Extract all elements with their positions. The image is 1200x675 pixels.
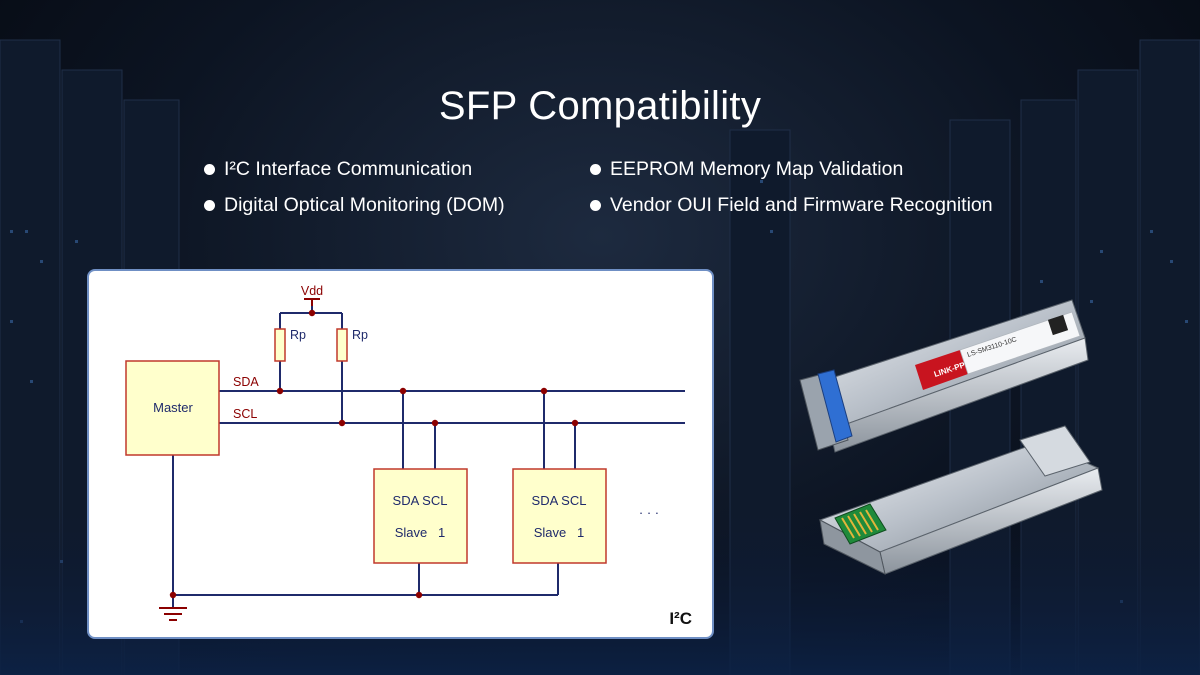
resistor-label: Rp: [290, 328, 306, 342]
resistor-icon: [336, 328, 348, 362]
bullet-dot-icon: [590, 200, 601, 211]
feature-label: EEPROM Memory Map Validation: [610, 158, 904, 180]
feature-item: I²C Interface Communication: [204, 158, 472, 181]
bullet-dot-icon: [590, 164, 601, 175]
feature-item: EEPROM Memory Map Validation: [590, 158, 903, 181]
sfp-module-lower: [818, 425, 1103, 575]
i2c-badge: I²C: [669, 609, 692, 628]
more-slaves-ellipsis: · · ·: [639, 505, 659, 520]
sda-label: SDA: [233, 375, 259, 389]
feature-item: Vendor OUI Field and Firmware Recognitio…: [590, 194, 993, 217]
junction-nodes: [169, 309, 579, 599]
vdd-icon: [304, 298, 320, 306]
feature-label: I²C Interface Communication: [224, 158, 473, 180]
slave-label: Slave 1: [395, 525, 446, 540]
slave-pins-label: SDA SCL: [532, 493, 587, 508]
vdd-label: Vdd: [301, 284, 323, 298]
resistor-icon: [274, 328, 286, 362]
ground-icon: [159, 607, 187, 621]
master-label: Master: [153, 400, 193, 415]
slave-label: Slave 1: [534, 525, 585, 540]
sfp-module-upper: LINK-PP LS-SM3110-10C: [799, 299, 1089, 453]
i2c-bus-diagram: Vdd Rp Rp Master SDA SCL SDA SCL Slave 1…: [125, 284, 692, 628]
resistor-label: Rp: [352, 328, 368, 342]
bullet-dot-icon: [204, 164, 215, 175]
slave-box: [512, 468, 607, 564]
page-title: SFP Compatibility: [438, 84, 762, 128]
feature-label: Digital Optical Monitoring (DOM): [224, 194, 505, 216]
feature-label: Vendor OUI Field and Firmware Recognitio…: [610, 194, 993, 216]
feature-item: Digital Optical Monitoring (DOM): [204, 194, 505, 217]
slave-pins-label: SDA SCL: [393, 493, 448, 508]
sfp-module-icon: LINK-PP LS-SM3110-10C: [799, 299, 1103, 575]
scl-label: SCL: [233, 407, 257, 421]
i2c-diagram-panel: Vdd Rp Rp Master SDA SCL SDA SCL Slave 1…: [87, 269, 714, 639]
slave-box: [373, 468, 468, 564]
master-box: [125, 360, 220, 456]
bullet-dot-icon: [204, 200, 215, 211]
